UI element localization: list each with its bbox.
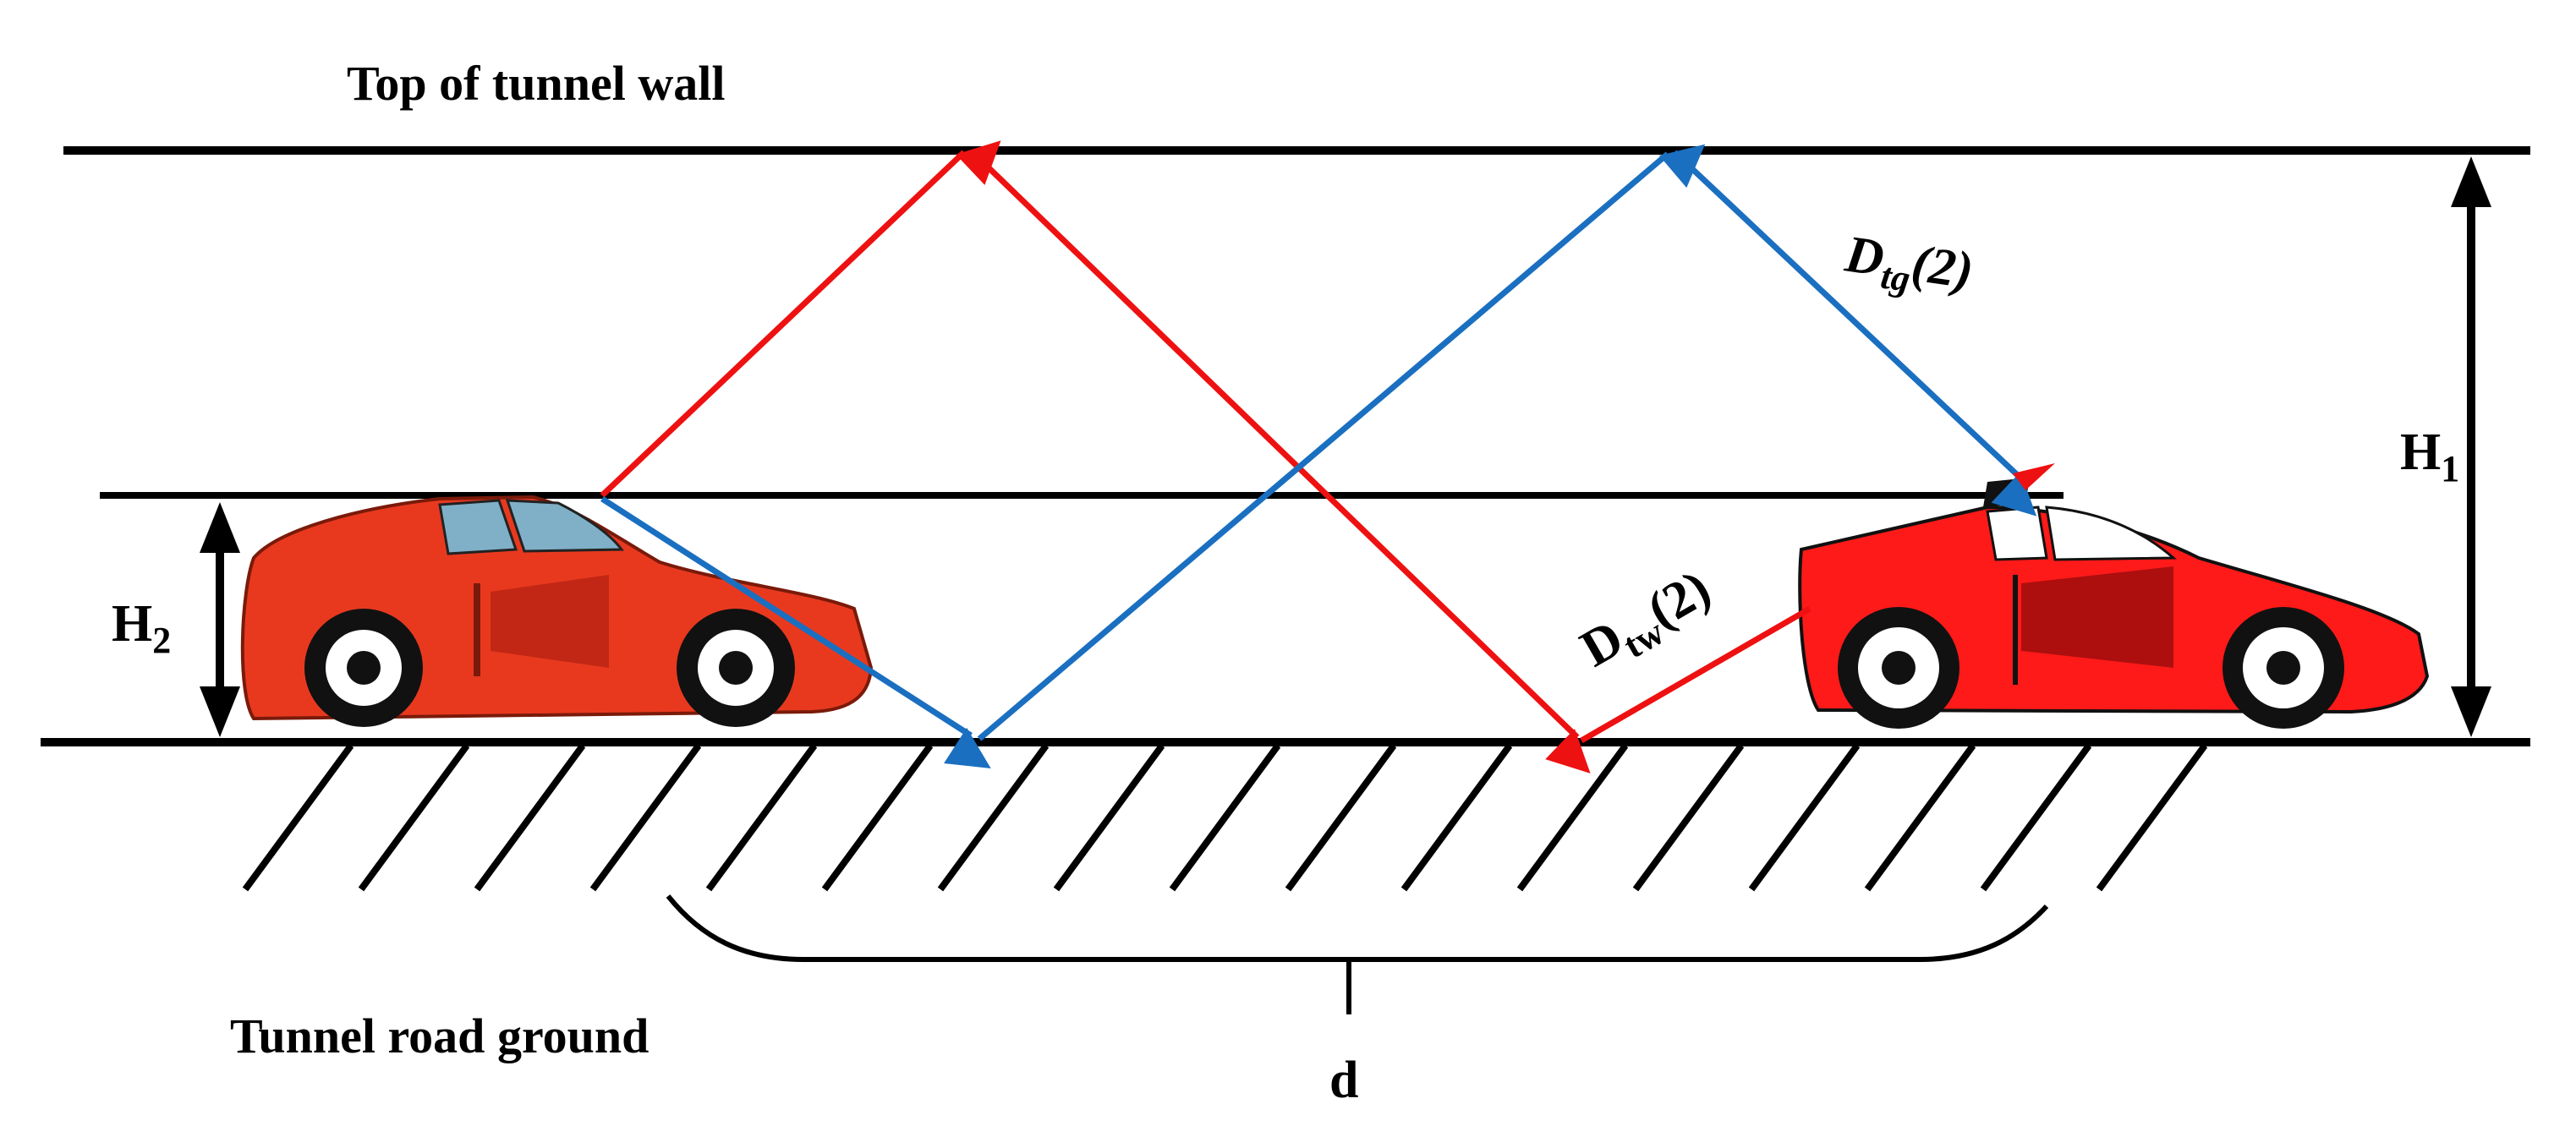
hatch-line xyxy=(2096,743,2208,892)
h1-dimension-arrow xyxy=(2451,156,2491,737)
blue-ray-to-receiver xyxy=(1672,150,2037,517)
h1-label: H1 xyxy=(2400,424,2459,489)
blue-ray-down xyxy=(600,496,991,768)
red-ray-to-receiver xyxy=(1580,605,1811,744)
red-ray-up xyxy=(600,140,1001,498)
hatch-line xyxy=(1632,743,1745,892)
h2-label: H2 xyxy=(112,595,171,661)
blue-ray-up xyxy=(977,144,1706,741)
hatch-line xyxy=(1053,743,1165,892)
top-wall-label: Top of tunnel wall xyxy=(347,56,726,111)
distance-label: d xyxy=(1329,1052,1358,1109)
road-ground-label: Tunnel road ground xyxy=(230,1009,649,1063)
hatch-line xyxy=(937,743,1050,892)
hatch-line xyxy=(1864,743,1976,892)
hatch-line xyxy=(1516,743,1629,892)
dtg-label: Dtg(2) xyxy=(1840,225,1977,308)
hatch-line xyxy=(1169,743,1281,892)
transmitter-car xyxy=(240,495,874,727)
hatch-line xyxy=(1400,743,1513,892)
ground-hatching xyxy=(242,743,2208,892)
red-ray-down xyxy=(970,150,1591,773)
hatch-line xyxy=(242,743,354,892)
hatch-line xyxy=(705,743,818,892)
hatch-line xyxy=(589,743,702,892)
dtw-label: Dtw(2) xyxy=(1571,559,1724,685)
hatch-line xyxy=(358,743,470,892)
hatch-line xyxy=(821,743,934,892)
receiver-car xyxy=(1798,478,2430,729)
hatch-line xyxy=(1980,743,2092,892)
h2-dimension-arrow xyxy=(200,502,240,737)
hatch-line xyxy=(1285,743,1397,892)
hatch-line xyxy=(474,743,586,892)
distance-brace xyxy=(666,894,2049,962)
hatch-line xyxy=(1748,743,1861,892)
receiver-arrow-marker xyxy=(2013,463,2055,490)
